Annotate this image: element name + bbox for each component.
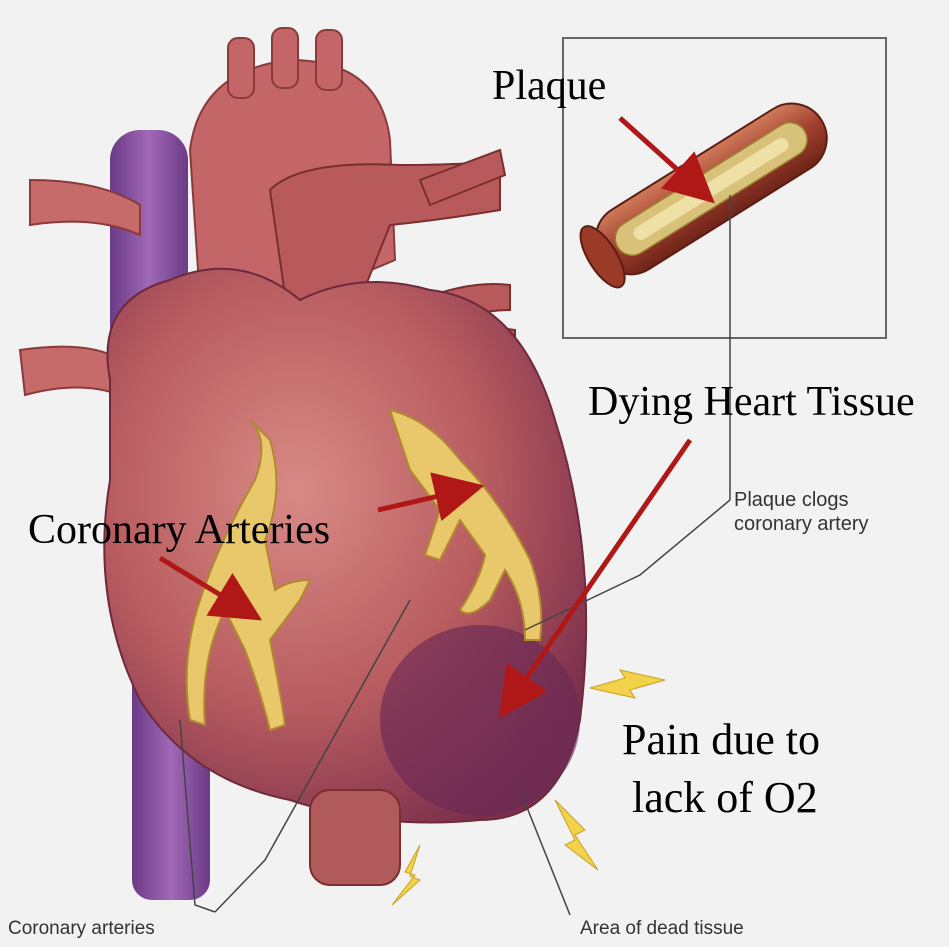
label-pain-line2: lack of O2 <box>632 772 818 823</box>
label-coronary-arteries: Coronary Arteries <box>28 506 330 554</box>
caption-plaque-clogs-line1: Plaque clogs <box>734 488 869 512</box>
label-pain-line1: Pain due to <box>622 714 820 765</box>
label-dying-heart-tissue: Dying Heart Tissue <box>588 378 915 426</box>
dead-tissue-area <box>380 625 580 815</box>
caption-plaque-clogs: Plaque clogs coronary artery <box>734 488 869 536</box>
caption-coronary-arteries: Coronary arteries <box>8 918 155 940</box>
clogged-artery-tube <box>572 90 840 294</box>
caption-plaque-clogs-line2: coronary artery <box>734 512 869 536</box>
caption-area-dead-tissue: Area of dead tissue <box>580 918 744 940</box>
label-plaque: Plaque <box>492 62 606 110</box>
descending-vessel <box>310 790 400 885</box>
